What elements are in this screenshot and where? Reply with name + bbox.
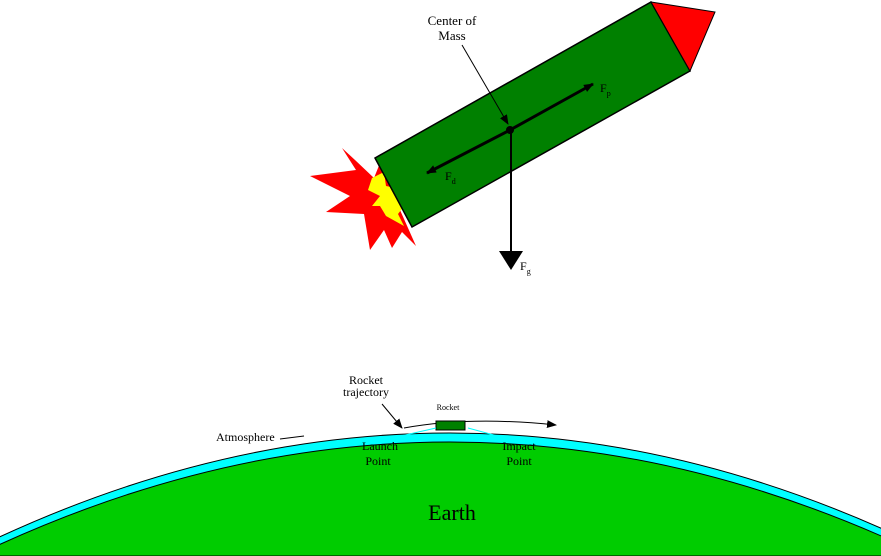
impact-point-label-line1: Impact [502,439,536,453]
svg-text:Point: Point [365,454,391,468]
nose-cone [650,1,716,73]
trajectory-label-line2: trajectory [343,385,389,399]
svg-text:Point: Point [506,454,532,468]
trajectory-pointer [381,403,403,429]
thrust-label: F [600,81,607,95]
atmosphere-pointer [279,435,305,440]
thrust-arrow [509,82,594,132]
svg-text:Earth: Earth [428,500,476,525]
impact-pointer [467,427,506,439]
gravity-label-subscript: g [527,267,531,276]
trajectory-label-line1: Rocket [349,373,384,387]
svg-text:Fg: Fg [520,259,531,276]
svg-text:Rocket: Rocket [349,373,384,387]
drag-arrow [426,128,511,175]
svg-text:Impact: Impact [502,439,536,453]
thrust-label-subscript: p [607,89,611,98]
rocket-body [373,0,692,229]
earth-group: Earth Atmosphere Rocket trajectory Rocke… [0,373,881,556]
small-rocket-label: Rocket [437,403,460,412]
launch-point-label-line2: Point [365,454,391,468]
drag-label: F [445,169,452,183]
rocket-group: Center of Mass Fp Fd Fg [310,0,716,276]
flame-inner [368,172,404,226]
small-rocket [435,420,466,431]
svg-text:Mass: Mass [438,28,465,43]
launch-pointer [391,427,437,439]
impact-point-label-line2: Point [506,454,532,468]
center-of-mass-label-line1: Center of [428,13,477,28]
trajectory-line [403,420,557,429]
drag-label-subscript: d [452,177,456,186]
earth-label: Earth [428,500,476,525]
svg-text:Fp: Fp [600,81,611,98]
center-of-mass-pointer [461,44,509,125]
svg-text:Rocket: Rocket [437,403,460,412]
launch-point-label-line1: Launch [362,439,398,453]
atmosphere-label: Atmosphere [216,430,275,444]
gravity-arrowhead [499,251,523,270]
center-of-mass-label-line2: Mass [438,28,465,43]
earth-surface [0,441,881,556]
svg-text:trajectory: trajectory [343,385,389,399]
svg-text:Launch: Launch [362,439,398,453]
gravity-label: F [520,259,527,273]
svg-text:Center of: Center of [428,13,477,28]
svg-text:Atmosphere: Atmosphere [216,430,275,444]
svg-text:Fd: Fd [445,169,456,186]
